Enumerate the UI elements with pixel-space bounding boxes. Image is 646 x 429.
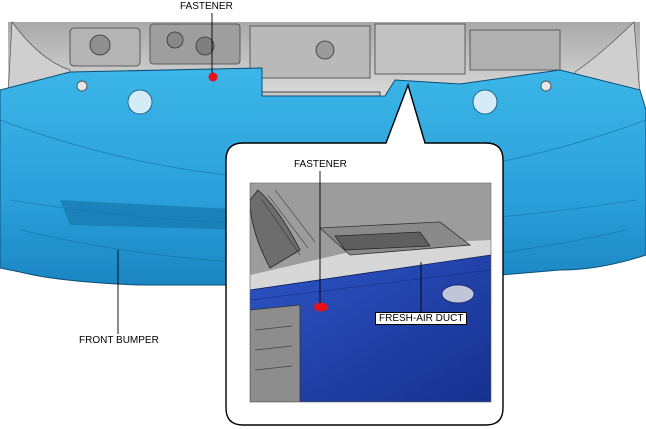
label-fastener-main: FASTENER [180, 1, 233, 12]
detail-view-border [249, 182, 492, 403]
label-fastener-detail: FASTENER [294, 159, 347, 170]
fastener-marker-main [208, 72, 218, 82]
fastener-marker-detail [314, 302, 328, 312]
label-fresh-air-duct: FRESH-AIR DUCT [375, 312, 468, 325]
detail-view [250, 183, 491, 402]
label-front-bumper: FRONT BUMPER [79, 335, 159, 346]
